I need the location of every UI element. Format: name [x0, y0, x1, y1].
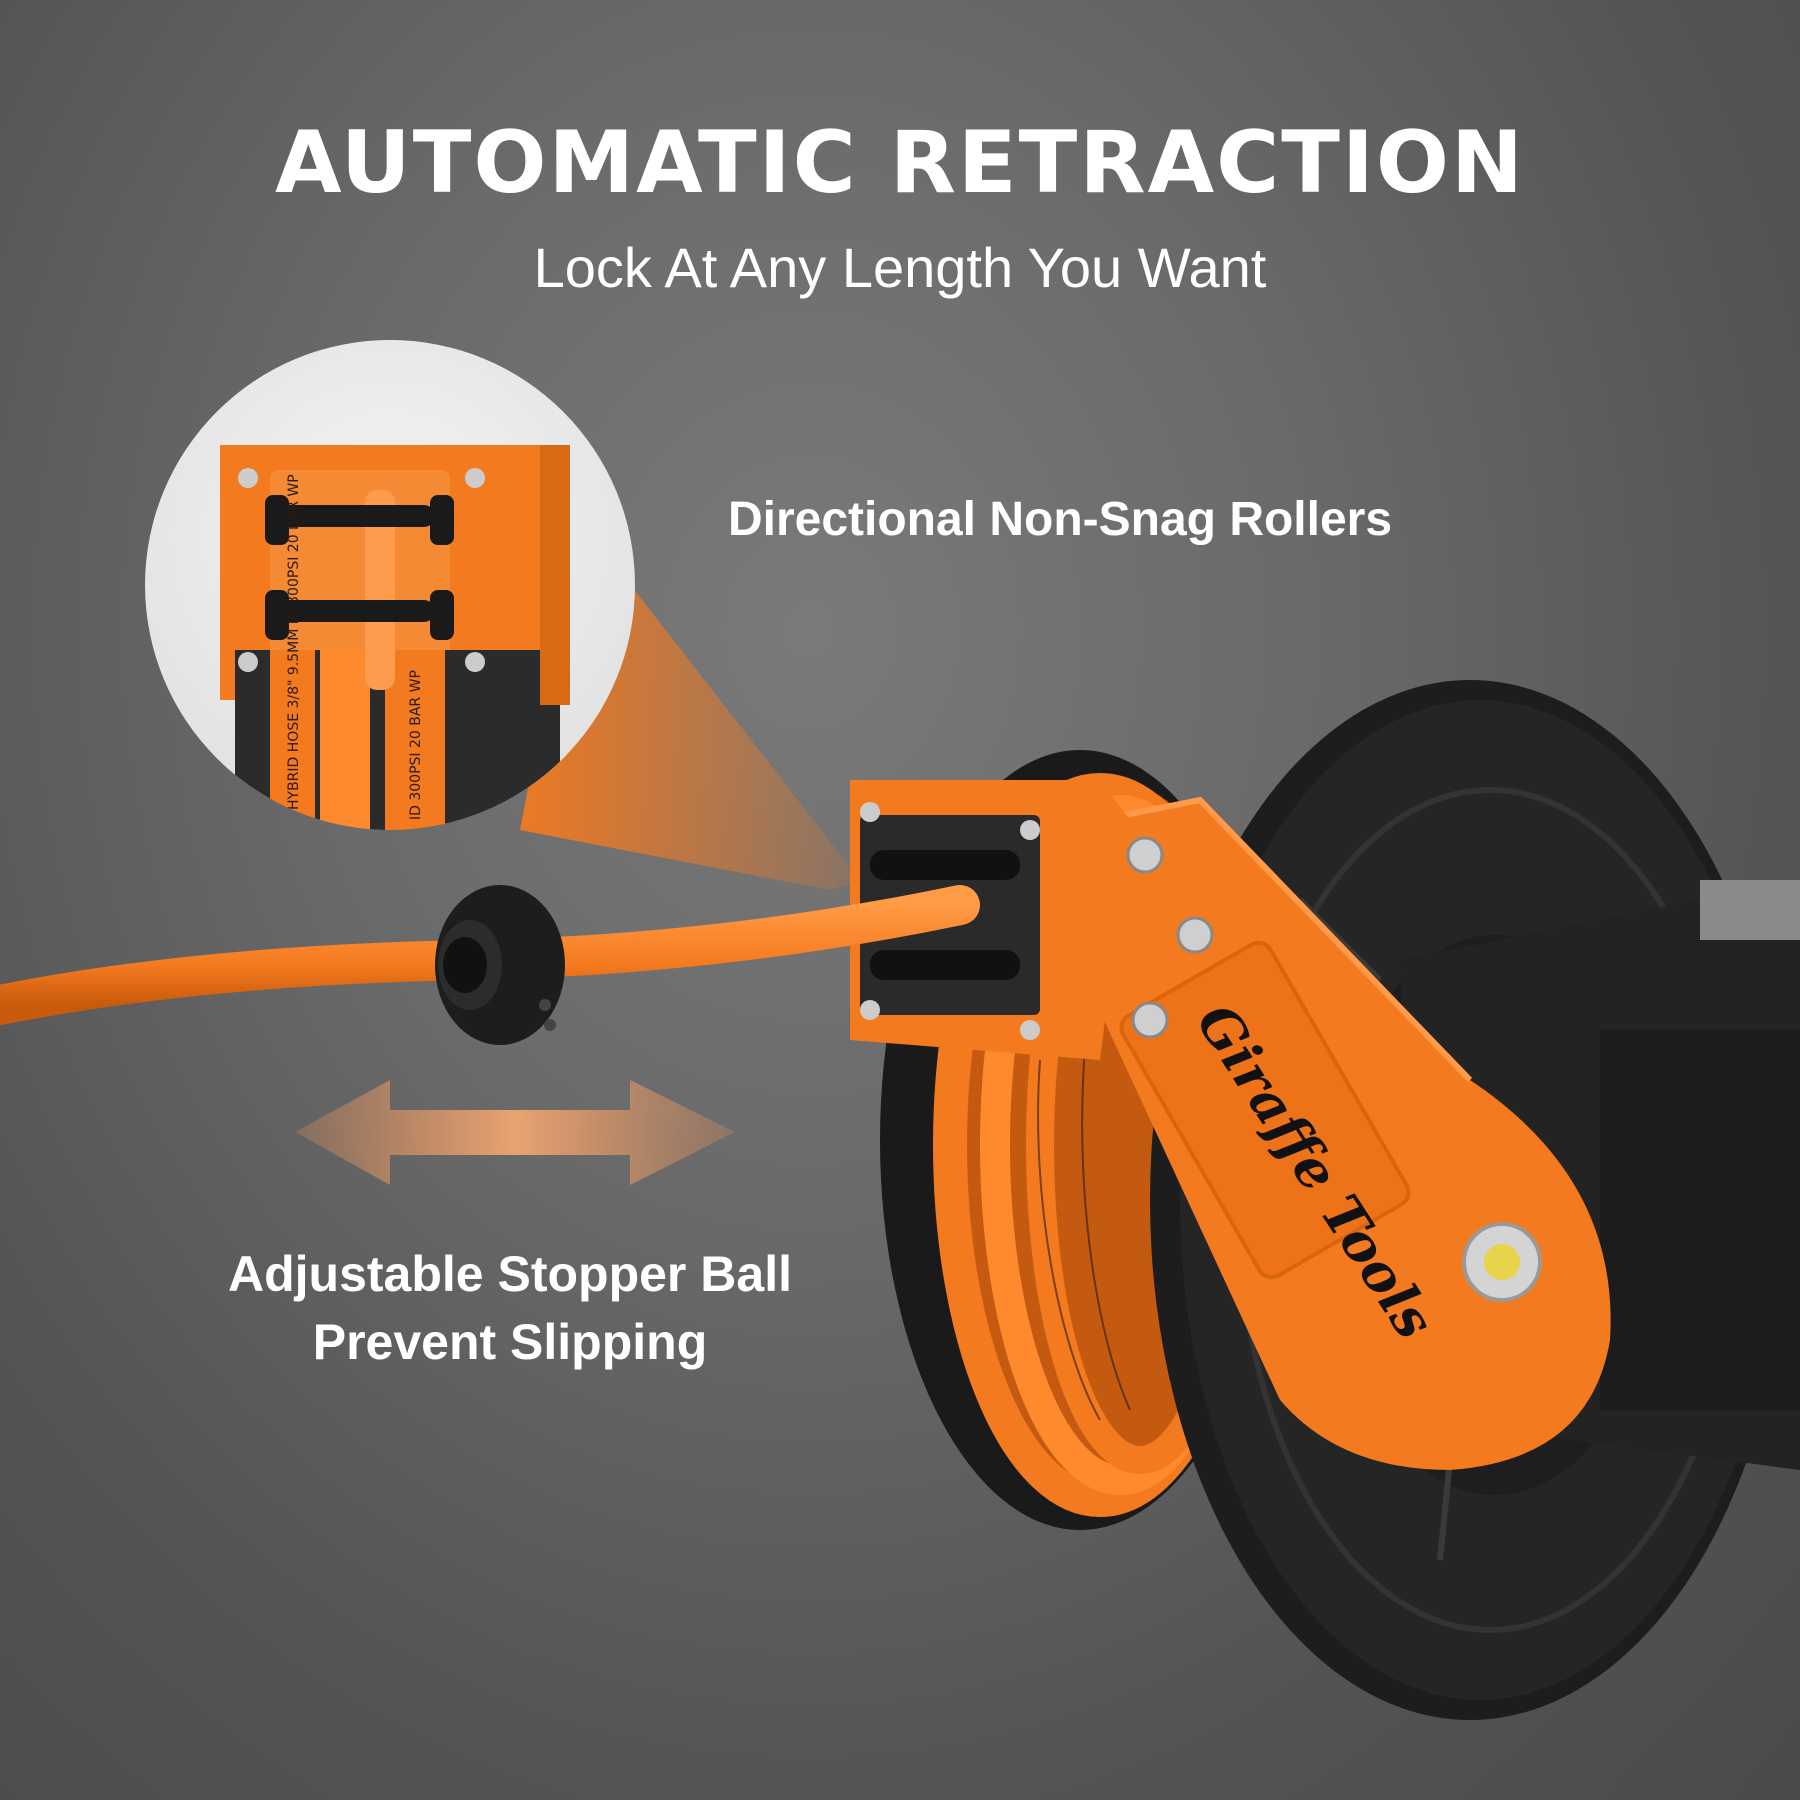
double-arrow — [295, 1080, 735, 1185]
arm-bolts — [1126, 836, 1214, 1039]
stopper-line-2: Prevent Slipping — [312, 1314, 708, 1370]
feature-rollers-label: Directional Non-Snag Rollers — [727, 493, 1393, 546]
feature-stopper-label: Adjustable Stopper Ball Prevent Slipping — [160, 1240, 860, 1376]
stopper-ball — [435, 885, 565, 1045]
stopper-line-1: Adjustable Stopper Ball — [228, 1246, 792, 1302]
page-subtitle: Lock At Any Length You Want — [533, 236, 1267, 299]
svg-text:ID 300PSI 20 BAR WP: ID 300PSI 20 BAR WP — [408, 670, 424, 820]
svg-text:HYBRID HOSE 3/8" 9.5MM ID 300P: HYBRID HOSE 3/8" 9.5MM ID 300PSI 20 BAR … — [286, 474, 302, 810]
swing-arm — [1090, 796, 1611, 1470]
zoom-detail: HYBRID HOSE 3/8" 9.5MM ID 300PSI 20 BAR … — [145, 340, 635, 830]
page-title: AUTOMATIC RETRACTION — [275, 113, 1525, 213]
